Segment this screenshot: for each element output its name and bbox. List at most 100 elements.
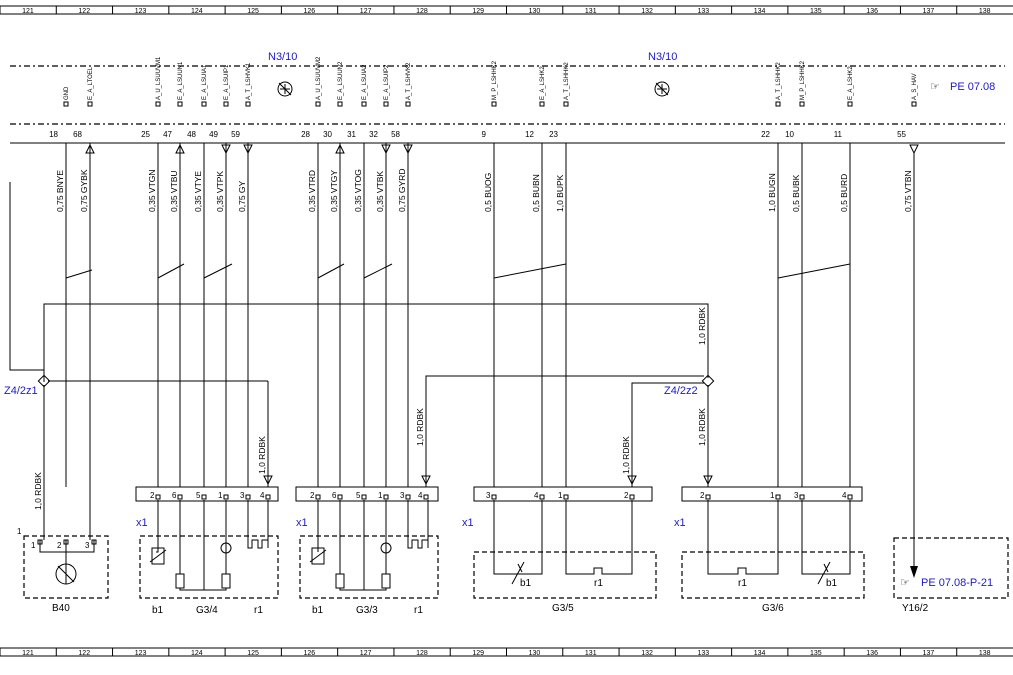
sheet-corner-mark: 1 [17, 527, 22, 536]
rdbk-wire-label: 1,0 RDBK [697, 307, 707, 345]
wire-label: 1,0 BUPK [555, 174, 565, 212]
twisted-pair-marks [65, 263, 851, 279]
signal-name: E_A_LSUIP2 [384, 64, 390, 100]
signal-name: A_T_LSHVK2 [406, 62, 412, 100]
component-label-b40: B40 [52, 603, 70, 614]
pin-terminal [911, 101, 917, 107]
pin-terminal [223, 101, 229, 107]
wire-label: 0,75 VTBN [903, 170, 913, 212]
signal-name: M_P_LSHHK2 [492, 60, 498, 100]
connector-pin-number: 4 [418, 491, 423, 500]
wire-label: 0,35 VTBK [375, 171, 385, 212]
ruler-label: 131 [585, 650, 597, 657]
rdbk-wire-label: 1,0 RDBK [697, 408, 707, 446]
pin-terminal [491, 101, 497, 107]
wire-label: 0,35 VTYE [193, 171, 203, 212]
connector-pin-number: 2 [700, 491, 705, 500]
pin-terminal [847, 101, 853, 107]
pin-number: 30 [323, 130, 332, 139]
pin-terminal [361, 101, 367, 107]
component-box-g33 [299, 535, 439, 599]
ruler-label: 136 [866, 650, 878, 657]
arrow-up-icon [85, 143, 95, 154]
pin-number: 32 [369, 130, 378, 139]
component-label-g35: G3/5 [552, 603, 574, 614]
subpart-label-b1-g35: b1 [520, 578, 532, 589]
signal-name: A_T_LSHHK2 [564, 62, 570, 100]
pin-terminal [383, 101, 389, 107]
arrow-down-icon [243, 144, 253, 155]
pin-terminal [315, 101, 321, 107]
connector-pin-number: 3 [794, 491, 799, 500]
pin-terminal [337, 101, 343, 107]
arrow-down-icon [627, 475, 637, 486]
wire-label: 0,35 VTPK [215, 171, 225, 212]
arrow-down-icon [421, 475, 431, 486]
connector-body [473, 486, 653, 502]
ruler-label: 135 [810, 650, 822, 657]
pin-terminal [155, 101, 161, 107]
connector-pin-number: 2 [150, 491, 155, 500]
connector-pin [799, 494, 805, 500]
arrow-down-icon [403, 144, 413, 155]
pin-terminal [201, 101, 207, 107]
reference-text-bottom: PE 07.08-P-21 [921, 577, 993, 589]
ruler-label: 134 [754, 650, 766, 657]
arrow-down-icon [263, 475, 273, 486]
connector-pin [337, 494, 343, 500]
reference-link-top[interactable]: ☞ PE 07.08 [930, 81, 995, 93]
pin-terminal [799, 101, 805, 107]
signal-name: E_A_LSUUN2 [338, 61, 344, 100]
signal-name: E_A_LTOEL [88, 66, 94, 100]
connector-pin [201, 494, 207, 500]
connector-pin [223, 494, 229, 500]
g35-internals [493, 500, 633, 585]
ruler-label: 135 [810, 8, 822, 15]
connector-pin-number: 4 [534, 491, 539, 500]
ruler-label: 129 [472, 8, 484, 15]
reference-link-bottom[interactable]: ☞ PE 07.08-P-21 [900, 577, 993, 589]
connector-pin-number: 1 [770, 491, 775, 500]
arrow-down-icon [221, 144, 231, 155]
signal-name: E_A_LSUUN1 [178, 61, 184, 100]
ruler-label: 125 [247, 650, 259, 657]
component-box-g36 [681, 551, 865, 599]
connector-pin-number: 2 [310, 491, 315, 500]
connector-body [295, 486, 439, 502]
arrow-up-icon [175, 143, 185, 154]
wire-label: 0,5 BUBN [531, 174, 541, 212]
b40-pin [91, 539, 97, 545]
signal-name: E_A_LSHK2 [848, 66, 854, 100]
rdbk-bus [43, 303, 709, 382]
connector-pin [245, 494, 251, 500]
signal-name: E_A_LSUIA2 [362, 64, 368, 100]
rdbk-wire-label: 1,0 RDBK [415, 408, 425, 446]
ruler-label: 131 [585, 8, 597, 15]
pin-number: 48 [187, 130, 196, 139]
g33-internals [309, 500, 429, 591]
connector-x1-label-g36: x1 [674, 517, 686, 529]
pin-terminal [245, 101, 251, 107]
wire-label: 0,75 GYBK [79, 169, 89, 212]
connector-pin [423, 494, 429, 500]
connector-body [681, 486, 863, 502]
rdbk-wire-label: 1,0 RDBK [33, 472, 43, 510]
signal-name: E_A_LSUIA1 [202, 64, 208, 100]
pin-terminal [775, 101, 781, 107]
component-label-g36: G3/6 [762, 603, 784, 614]
signal-name: A_U_LSUUVM2 [316, 56, 322, 100]
pin-number: 10 [785, 130, 794, 139]
